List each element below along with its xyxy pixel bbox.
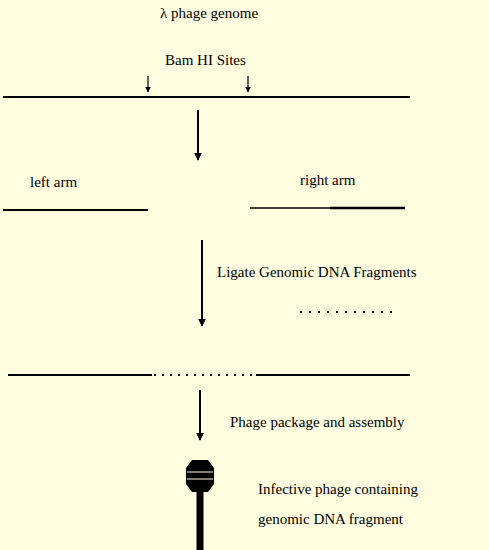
site-arrow	[147, 76, 148, 92]
phage-tail	[197, 485, 204, 550]
right-arm-line	[250, 207, 330, 209]
phage-head-mark	[187, 472, 213, 473]
site-arrow	[247, 76, 248, 92]
step-label: Phage package and assembly	[230, 412, 480, 432]
right-arm-line	[330, 207, 405, 210]
fragment-dots	[300, 311, 398, 313]
step-arrow	[197, 110, 199, 160]
site-label: Bam HI Sites	[165, 50, 315, 70]
left-arm-line	[8, 374, 152, 376]
phage-head	[186, 460, 214, 492]
left-arm-line	[3, 209, 148, 211]
phage-head-mark	[187, 479, 213, 480]
genome-label: λ phage genome	[160, 3, 360, 23]
result-label: Infective phage containing genomic DNA f…	[258, 474, 448, 534]
insert-dots	[154, 374, 254, 376]
step-label: Ligate Genomic DNA Fragments	[217, 262, 477, 282]
arm-label: left arm	[30, 172, 150, 192]
step-arrow	[199, 390, 201, 440]
arm-label: right arm	[300, 170, 420, 190]
step-arrow	[201, 240, 203, 326]
genome-line	[3, 96, 410, 98]
right-arm-line	[256, 374, 410, 376]
